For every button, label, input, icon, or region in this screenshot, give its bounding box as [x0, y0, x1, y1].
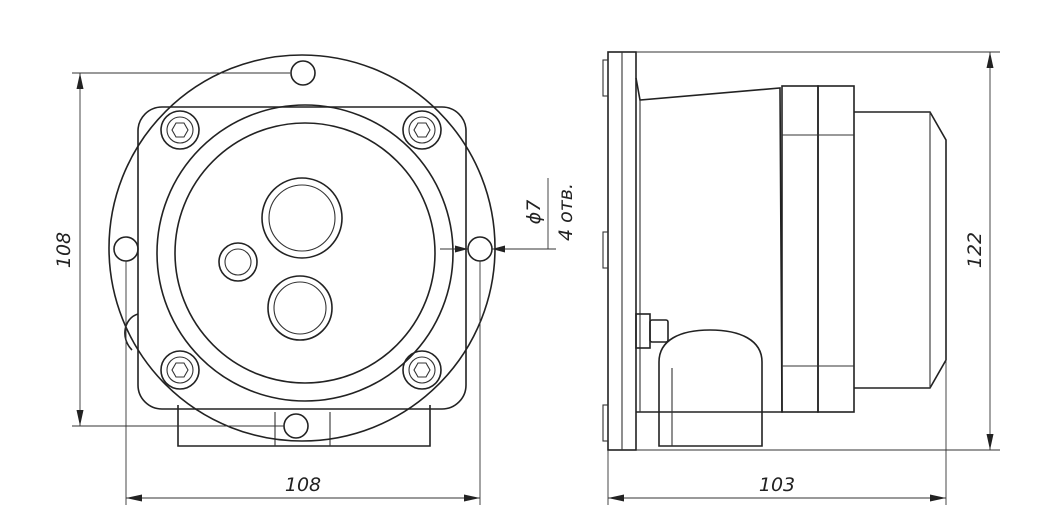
dim-hole-count: 4 отв. — [555, 183, 577, 241]
front-view — [109, 55, 495, 446]
side-cable-gland — [659, 330, 762, 446]
bolt-top-right — [403, 111, 441, 149]
side-ground-screw — [636, 314, 650, 348]
bolt-top-left — [161, 111, 199, 149]
mount-hole-left — [114, 237, 138, 261]
cable-entry-medium-inner — [274, 282, 326, 334]
mount-hole-bottom — [284, 414, 308, 438]
side-dimensions — [608, 52, 1000, 505]
dim-front-height: 108 — [53, 232, 75, 268]
mount-hole-top — [291, 61, 315, 85]
bolt-bottom-right — [403, 351, 441, 389]
side-dome-cap — [854, 112, 946, 388]
bolt-bottom-left — [161, 351, 199, 389]
dim-front-width: 108 — [285, 474, 321, 496]
dim-hole-diameter: ϕ7 — [523, 200, 545, 225]
ground-lug — [125, 314, 138, 350]
mount-hole-right — [468, 237, 492, 261]
cable-entry-large-inner — [269, 185, 335, 251]
cable-entry-medium — [268, 276, 332, 340]
side-body — [636, 78, 782, 412]
dim-side-height: 122 — [964, 232, 986, 268]
bottom-bracket — [178, 405, 430, 446]
dim-side-depth: 103 — [759, 474, 795, 496]
cover-ring — [175, 123, 435, 383]
side-view — [603, 52, 946, 450]
cable-entry-large — [262, 178, 342, 258]
cable-entry-small-inner — [225, 249, 251, 275]
